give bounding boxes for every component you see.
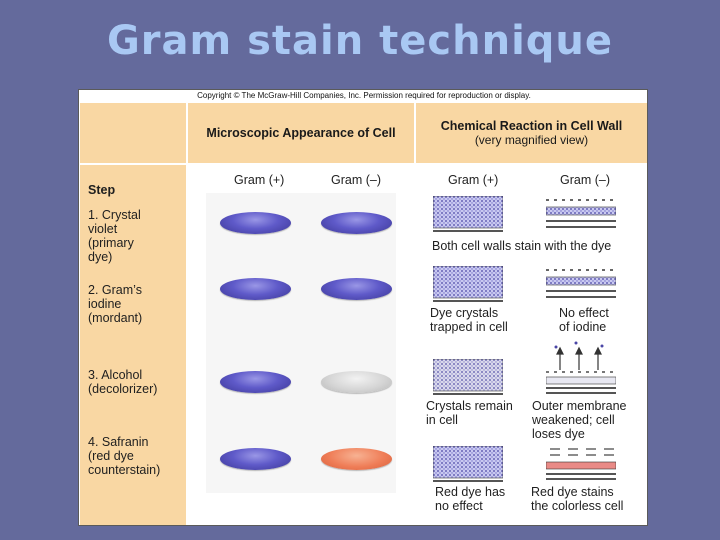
header-chemical-sublabel: (very magnified view) (474, 133, 589, 147)
header-microscopic-label: Microscopic Appearance of Cell (206, 126, 396, 140)
caption-step4-pos: Red dye has no effect (435, 485, 506, 513)
cell-gram-neg-step3 (321, 371, 392, 393)
caption-step1-both: Both cell walls stain with the dye (432, 239, 612, 253)
micro-gram-pos-label: Gram (+) (234, 173, 285, 187)
cell-gram-pos-step4 (220, 448, 291, 470)
gram-neg-wall-step1 (546, 199, 616, 228)
caption-step4-neg: Red dye stains the colorless cell (531, 485, 624, 513)
cell-gram-pos-step2 (220, 278, 291, 300)
gram-neg-wall-step3 (546, 341, 616, 394)
header-microscopic: Microscopic Appearance of Cell (188, 103, 414, 163)
micro-gram-neg-label: Gram (–) (331, 173, 381, 187)
step-3-label: 3. Alcohol (decolorizer) (88, 368, 158, 396)
gram-neg-wall-step4 (546, 448, 616, 480)
chem-gram-neg-label: Gram (–) (560, 173, 610, 187)
header-blank (80, 103, 186, 163)
step-1-label: 1. Crystal violet (primary dye) (88, 208, 141, 264)
header-chemical-label: Chemical Reaction in Cell Wall (440, 119, 623, 133)
gram-neg-wall-step2 (546, 269, 616, 298)
cell-gram-neg-step2 (321, 278, 392, 300)
step-4-label: 4. Safranin (red dye counterstain) (88, 435, 161, 477)
gram-stain-figure: Copyright © The McGraw-Hill Companies, I… (78, 89, 648, 526)
microscopic-backdrop (206, 193, 396, 493)
step-2-label: 2. Gram’s iodine (mordant) (88, 283, 143, 325)
gram-stain-table: Microscopic Appearance of Cell Chemical … (80, 103, 647, 525)
cell-gram-neg-step1 (321, 212, 392, 234)
grid-line (414, 103, 416, 525)
cell-gram-pos-step1 (220, 212, 291, 234)
chem-gram-pos-label: Gram (+) (448, 173, 499, 187)
header-chemical: Chemical Reaction in Cell Wall (very mag… (416, 103, 647, 163)
cell-gram-pos-step3 (220, 371, 291, 393)
caption-step3-neg: Outer membrane weakened; cell loses dye (532, 399, 627, 441)
cell-gram-neg-step4 (321, 448, 392, 470)
caption-step2-pos: Dye crystals trapped in cell (430, 306, 508, 334)
gram-pos-wall-step2 (433, 266, 503, 302)
gram-pos-wall-step1 (433, 196, 503, 232)
caption-step2-neg: No effect of iodine (559, 306, 609, 334)
grid-line (186, 103, 188, 525)
gram-pos-wall-step4 (433, 446, 503, 482)
caption-step3-pos: Crystals remain in cell (426, 399, 513, 427)
grid-line (80, 163, 647, 165)
gram-pos-wall-step3 (433, 359, 503, 395)
step-header: Step (88, 183, 116, 197)
slide-title: Gram stain technique (106, 18, 614, 64)
copyright-notice: Copyright © The McGraw-Hill Companies, I… (197, 91, 531, 100)
